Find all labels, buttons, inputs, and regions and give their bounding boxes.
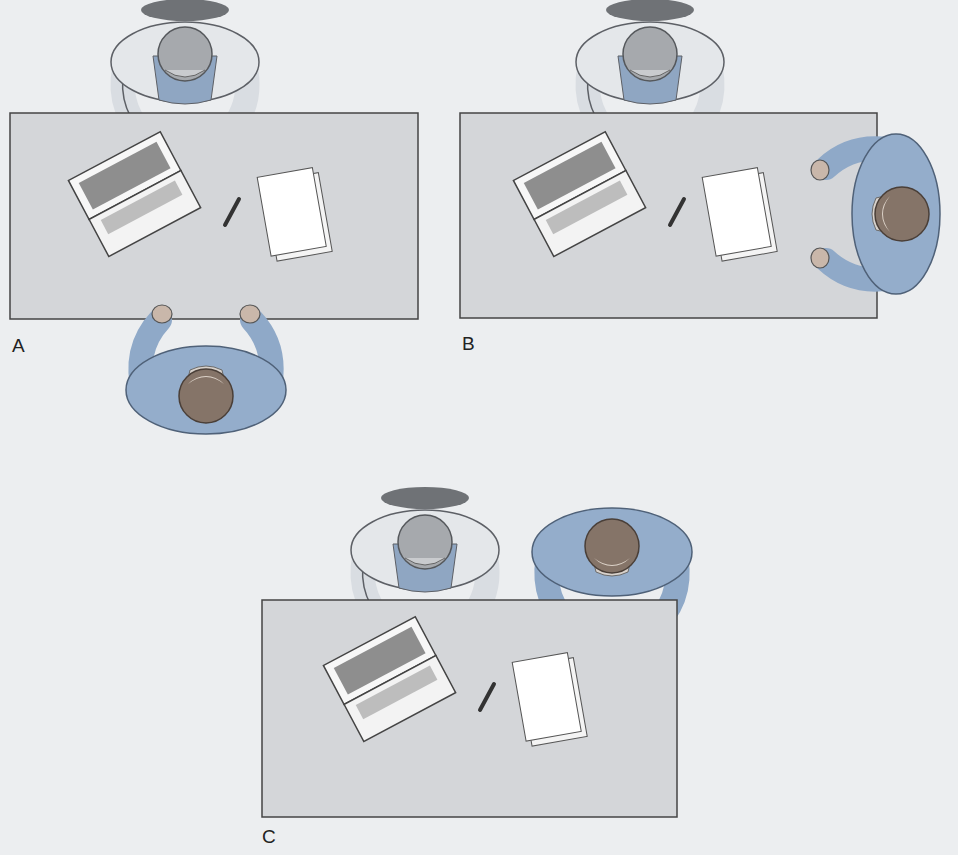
desk-items: [513, 132, 777, 262]
panel-letter: A: [12, 335, 25, 357]
desk-items: [323, 617, 587, 747]
desk-items: [68, 132, 332, 262]
desk: [10, 113, 418, 319]
panel-letter: C: [262, 826, 276, 848]
patient-figure: [126, 305, 286, 434]
desk: [460, 113, 877, 318]
patient-figure: [811, 134, 940, 294]
panel-letter: B: [462, 333, 475, 355]
desk: [262, 600, 677, 817]
